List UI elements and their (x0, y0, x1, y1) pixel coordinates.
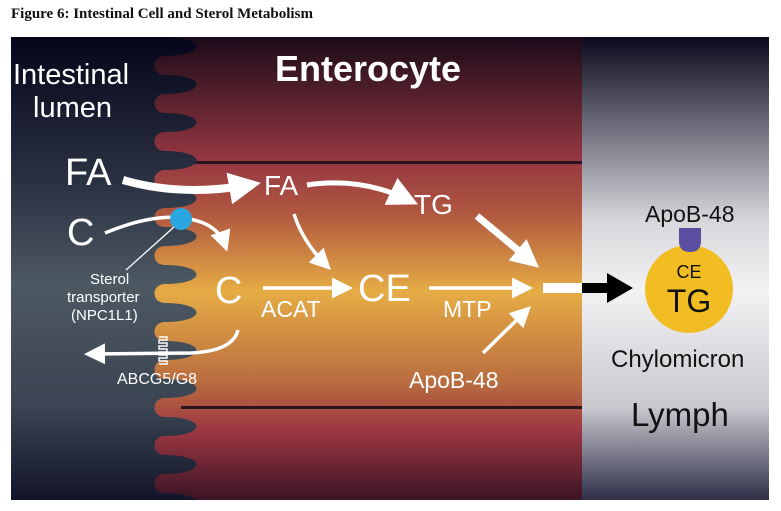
chylomicron-name-label: Chylomicron (611, 346, 744, 373)
chylomicron-apob-label: ApoB-48 (645, 201, 735, 227)
abcg5-g8-transporter-icon (158, 336, 168, 365)
figure-title: Figure 6: Intestinal Cell and Sterol Met… (11, 6, 313, 22)
transporter-label-2: transporter (67, 289, 140, 306)
mtp-label: MTP (443, 296, 492, 322)
cell-divider-bottom (181, 406, 583, 409)
transporter-label-3: (NPC1L1) (71, 307, 138, 324)
chylomicron-ce-label: CE (676, 262, 701, 282)
tg-cell-label: TG (414, 189, 453, 220)
export-bar (543, 283, 583, 293)
chylomicron-tg-label: TG (667, 283, 711, 319)
transporter-pointer-line (125, 226, 175, 271)
export-arrow-shaft (582, 283, 610, 293)
ce-cell-label: CE (358, 268, 411, 310)
chylomicron-particle (645, 245, 733, 333)
cell-divider-top (181, 161, 583, 164)
export-arrow-head (607, 273, 633, 303)
fa-absorption-arrow (121, 172, 261, 205)
fa-lumen-label: FA (65, 152, 112, 194)
lymph-title: Lymph (631, 396, 729, 433)
fa-cell-label: FA (264, 170, 299, 201)
tg-to-assembly-arrow (474, 213, 540, 268)
transporter-label-1: Sterol (90, 271, 129, 288)
c-efflux-arrow (84, 329, 240, 365)
enterocyte-title: Enterocyte (275, 48, 461, 89)
apob-protein-icon (679, 228, 701, 252)
lumen-title: Intestinal (13, 59, 129, 91)
acat-label: ACAT (261, 296, 321, 322)
apob-to-assembly-arrow (481, 306, 532, 355)
lumen-title-line2: lumen (33, 92, 112, 124)
lumen-region (11, 37, 197, 500)
figure-diagram: Intestinal lumen Enterocyte Lymph FA FA … (11, 37, 769, 500)
abcg-label: ABCG5/G8 (117, 371, 197, 388)
fa-to-tg-arrow (306, 177, 419, 205)
c-cell-label: C (215, 270, 242, 312)
apob-cell-label: ApoB-48 (409, 367, 499, 393)
sterol-transporter-icon (170, 208, 192, 230)
fa-to-ce-arrow (292, 213, 331, 270)
c-lumen-label: C (67, 212, 94, 254)
